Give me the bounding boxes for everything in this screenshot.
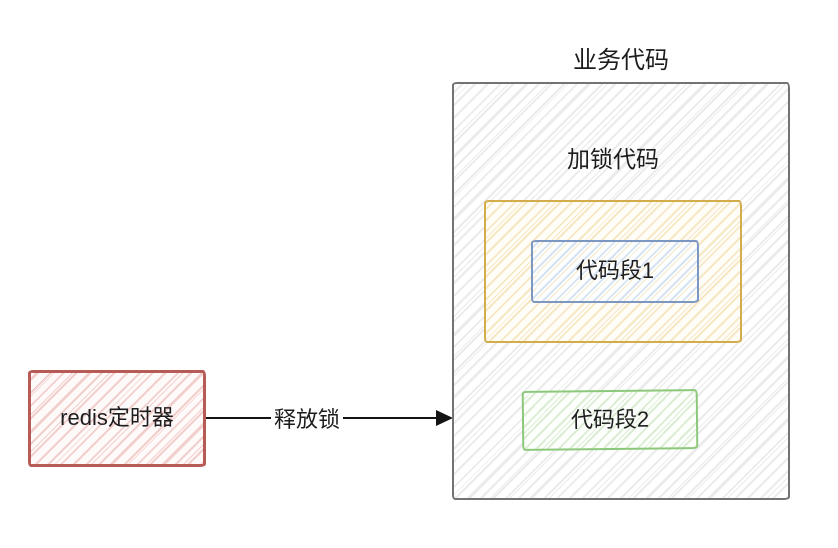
node-code-segment-1: 代码段1 <box>531 240 699 303</box>
node-redis-timer: redis定时器 <box>28 370 206 467</box>
lock-code-title: 加锁代码 <box>567 146 659 172</box>
node-code-segment-2-label: 代码段2 <box>570 406 650 433</box>
node-lock-code: 代码段1 <box>484 200 742 343</box>
business-code-title: 业务代码 <box>573 47 669 74</box>
node-redis-timer-label: redis定时器 <box>60 405 174 431</box>
release-lock-arrow-label: 释放锁 <box>270 402 344 434</box>
node-business-code: 加锁代码 代码段1 代码段2 <box>452 82 790 500</box>
arrowhead-icon <box>436 410 453 426</box>
node-code-segment-2: 代码段2 <box>521 389 699 451</box>
node-code-segment-1-label: 代码段1 <box>575 258 655 284</box>
